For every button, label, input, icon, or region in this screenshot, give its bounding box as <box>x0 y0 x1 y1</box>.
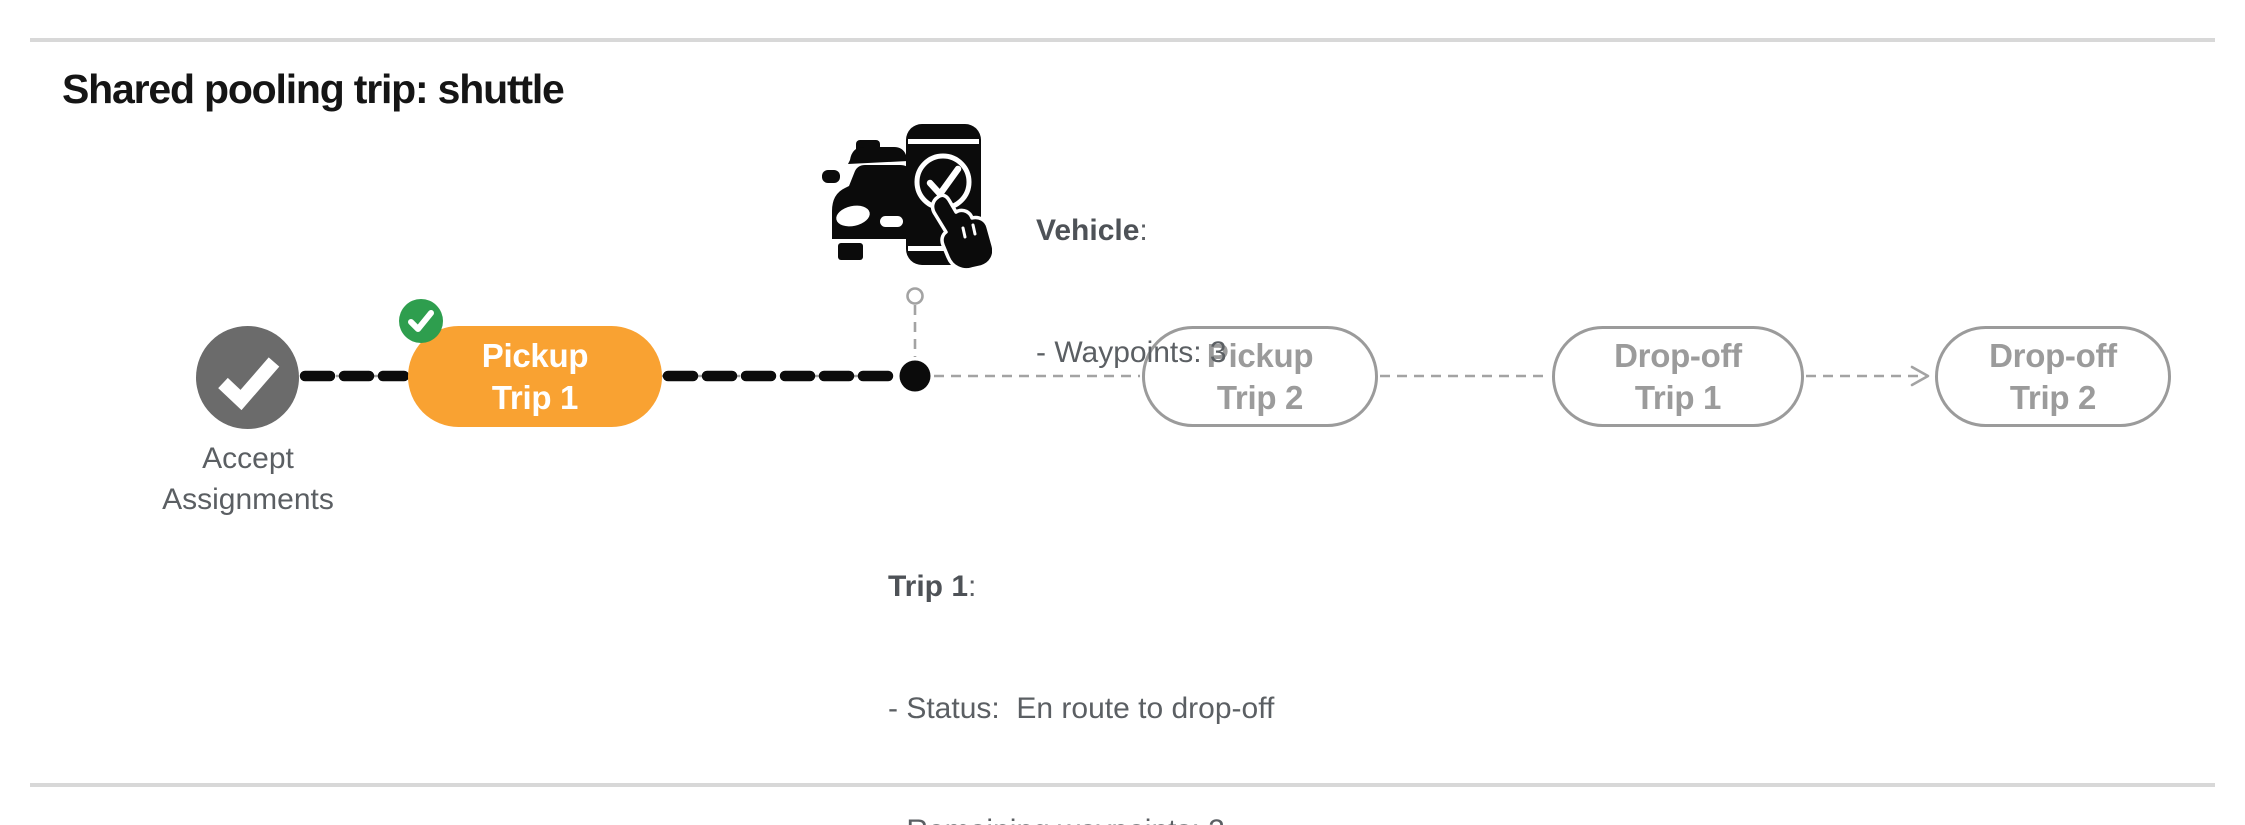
node-pickup-trip-2: Pickup Trip 2 <box>1142 326 1378 427</box>
trip-1-status-line: - Status: En route to drop-off <box>888 691 1275 725</box>
vehicle-info: Vehicle: - Waypoints: 3 <box>1036 130 1227 455</box>
check-circle-icon <box>408 310 434 332</box>
current-position-dot <box>899 360 931 392</box>
accept-label-line2: Assignments <box>162 483 334 516</box>
pickup-trip-1-line2: Trip 1 <box>491 378 579 416</box>
trip-1-heading: Trip 1: <box>888 567 1274 608</box>
vehicle-info-heading: Vehicle: <box>1036 211 1227 252</box>
trip-1-heading-text: Trip 1 <box>888 570 969 604</box>
completed-status-badge <box>399 299 443 343</box>
drop-off-trip-2-line2: Trip 2 <box>2009 378 2097 416</box>
node-accept-assignments-label: Accept Assignments <box>118 438 378 520</box>
trip-1-waypoints-line: - Remaining waypoints: 2 <box>888 811 1274 825</box>
vehicle-heading-colon: : <box>1139 214 1148 248</box>
taxi-phone-confirm-icon <box>822 124 992 272</box>
trip-1-heading-colon: : <box>968 570 977 604</box>
node-pickup-trip-1: Pickup Trip 1 <box>408 326 662 427</box>
page-title: Shared pooling trip: shuttle <box>62 66 565 112</box>
check-icon <box>218 357 280 411</box>
pickup-trip-2-line2: Trip 2 <box>1216 378 1304 416</box>
vehicle-waypoints-line: - Waypoints: 3 <box>1036 335 1227 369</box>
accept-label-line1: Accept <box>202 442 294 475</box>
pickup-trip-2-line1: Pickup <box>1206 336 1314 374</box>
bottom-divider <box>30 783 2215 787</box>
trip-info: Trip 1: - Status: En route to drop-off -… <box>888 486 1274 825</box>
arrowhead-right-icon <box>1910 365 1930 387</box>
drop-off-trip-1-line2: Trip 1 <box>1634 378 1722 416</box>
top-divider <box>30 38 2215 42</box>
vehicle-heading-text: Vehicle <box>1036 214 1140 248</box>
pickup-trip-1-line1: Pickup <box>481 336 589 374</box>
node-drop-off-trip-1: Drop-off Trip 1 <box>1552 326 1804 427</box>
drop-off-trip-2-line1: Drop-off <box>1989 336 2117 374</box>
drop-off-trip-1-line1: Drop-off <box>1614 336 1742 374</box>
open-dot-marker <box>906 287 924 305</box>
node-drop-off-trip-2: Drop-off Trip 2 <box>1935 326 2171 427</box>
node-accept-assignments <box>196 326 299 429</box>
